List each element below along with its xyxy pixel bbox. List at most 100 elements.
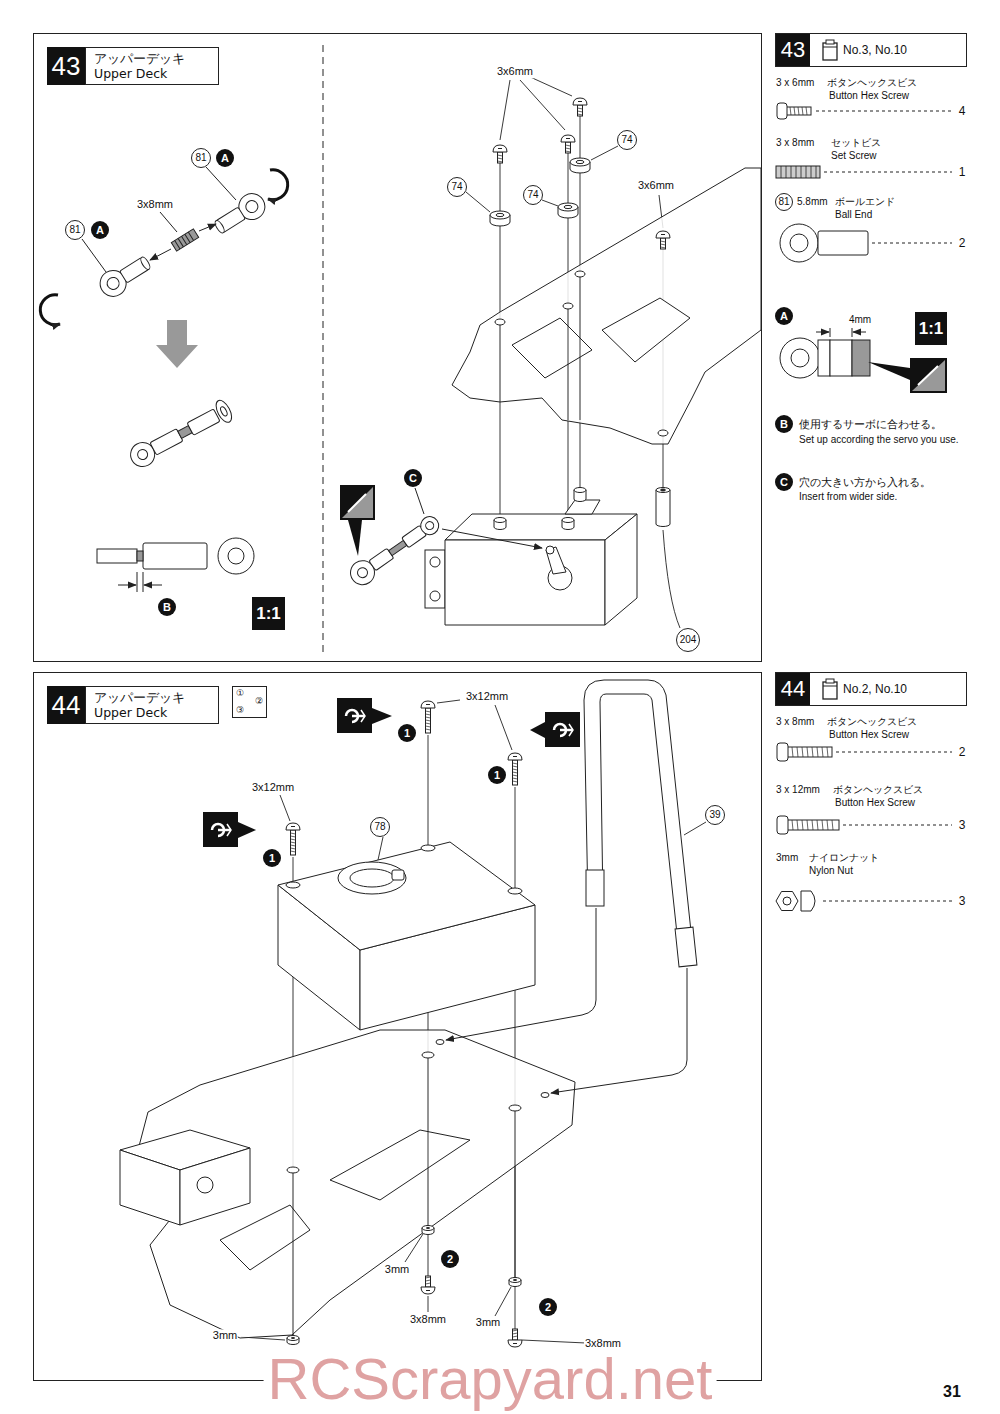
ball-end-assembly <box>175 232 194 249</box>
guide-lines <box>378 837 383 860</box>
parts-list-art <box>872 243 952 244</box>
part-callout: 78 <box>370 817 390 837</box>
step-marker: C <box>404 469 422 487</box>
tighten-icon <box>203 698 580 847</box>
upper-deck-plate <box>575 271 585 277</box>
callout-text: 39 <box>709 810 720 820</box>
part-name-en: Set Screw <box>830 150 878 162</box>
tighten-icon <box>238 822 256 838</box>
part-name-ja: ナイロンナット <box>808 852 880 864</box>
parts-list-art <box>836 752 952 753</box>
threadlock-icon <box>340 485 375 520</box>
note-ja: 穴の大きい方から入れる。 <box>798 476 932 489</box>
part-size: 3 x 8mm <box>775 716 815 728</box>
parts-list-art <box>776 892 798 911</box>
callout-text: C <box>409 473 417 484</box>
step-title: アッパーデッキ Upper Deck <box>85 686 219 724</box>
callout-text: A <box>221 153 229 164</box>
watermark: RCScrapyard.net <box>264 1348 717 1410</box>
order-number: ① <box>236 689 244 698</box>
spacer <box>656 488 670 527</box>
upper-deck-plate <box>220 1205 310 1270</box>
screws-nuts <box>422 1226 434 1235</box>
roll-bar <box>446 908 596 1040</box>
screws-bearings <box>561 135 575 153</box>
servo <box>445 514 637 540</box>
step-marker: B <box>775 415 793 433</box>
threadlock-icon <box>348 520 362 556</box>
upper-deck-plate <box>658 430 668 436</box>
upper-deck-plate <box>180 1148 250 1225</box>
guide-lines <box>528 76 572 96</box>
tighten-icon <box>530 722 545 738</box>
part-count: 1 <box>958 165 967 179</box>
scale-badge: 1:1 <box>915 312 947 345</box>
servo <box>574 488 586 493</box>
screws-nuts <box>508 753 522 785</box>
part-callout: 74 <box>447 177 467 197</box>
ball-end-assembly <box>187 409 220 435</box>
guide-lines <box>466 192 490 212</box>
ball-end-assembly <box>171 229 198 251</box>
upper-deck-plate <box>515 1111 516 1278</box>
parts-list-art <box>852 340 870 376</box>
nut-size: 3mm <box>212 1329 238 1342</box>
parts-bag-number: No.2, No.10 <box>843 682 907 696</box>
screws-nuts <box>509 1278 521 1287</box>
callout-text: A <box>780 311 788 322</box>
receiver-box <box>286 882 300 888</box>
screws-bearings <box>490 98 670 249</box>
nut-size: 3mm <box>475 1316 501 1329</box>
callout-text: 74 <box>621 135 632 145</box>
guide-lines <box>542 200 558 206</box>
parts-list-art <box>843 825 952 826</box>
guide-lines <box>684 822 706 835</box>
servo <box>565 500 600 514</box>
dimension: 4mm <box>848 314 872 326</box>
parts-list-art <box>830 340 852 376</box>
receiver-box <box>508 888 522 894</box>
step-marker: C <box>775 473 793 491</box>
screw-size: 3x12mm <box>465 690 509 703</box>
screw-size: 3x6mm <box>496 65 534 78</box>
servo <box>425 550 445 608</box>
parts-list-art <box>777 816 788 834</box>
receiver-box <box>392 870 404 880</box>
parts-list-art <box>816 332 829 333</box>
order-marker: 2 <box>441 1250 459 1268</box>
guide-lines <box>495 705 512 750</box>
callout-text: C <box>780 477 788 488</box>
ball-end-assembly <box>105 275 122 292</box>
ball-end-assembly <box>97 549 137 563</box>
receiver-box <box>278 842 535 950</box>
threadlock-icon <box>340 485 375 556</box>
guide-lines <box>437 700 460 703</box>
parts-list-art <box>818 340 830 376</box>
order-marker: 1 <box>488 766 506 784</box>
upper-deck-plate <box>495 319 505 325</box>
part-name-en: Button Hex Screw <box>828 90 910 102</box>
guide-lines <box>500 80 510 140</box>
part-name-ja: ボタンヘックスビス <box>826 77 918 89</box>
upper-deck-plate <box>452 168 761 444</box>
order-number: ② <box>255 697 263 706</box>
parts-list-art <box>790 107 807 115</box>
screws-bearings <box>656 231 670 249</box>
note-en: Set up according the servo you use. <box>798 434 960 446</box>
steering-link <box>389 540 407 555</box>
servo <box>445 540 605 625</box>
guide-lines <box>495 1287 511 1316</box>
steering-link <box>442 529 542 548</box>
parts-list-art <box>777 743 788 761</box>
servo <box>605 514 637 625</box>
callout-text: A <box>96 225 104 236</box>
screws-bearings <box>493 145 507 163</box>
ball-end-assembly <box>136 448 150 462</box>
upper-deck-plate <box>422 1052 434 1058</box>
parts-list-art <box>776 40 952 393</box>
callout-text: 1 <box>494 770 500 781</box>
ball-end-assembly <box>143 572 144 592</box>
page-number: 31 <box>942 1382 962 1401</box>
callout-text: 74 <box>527 190 538 200</box>
parts-list-art <box>776 679 952 911</box>
